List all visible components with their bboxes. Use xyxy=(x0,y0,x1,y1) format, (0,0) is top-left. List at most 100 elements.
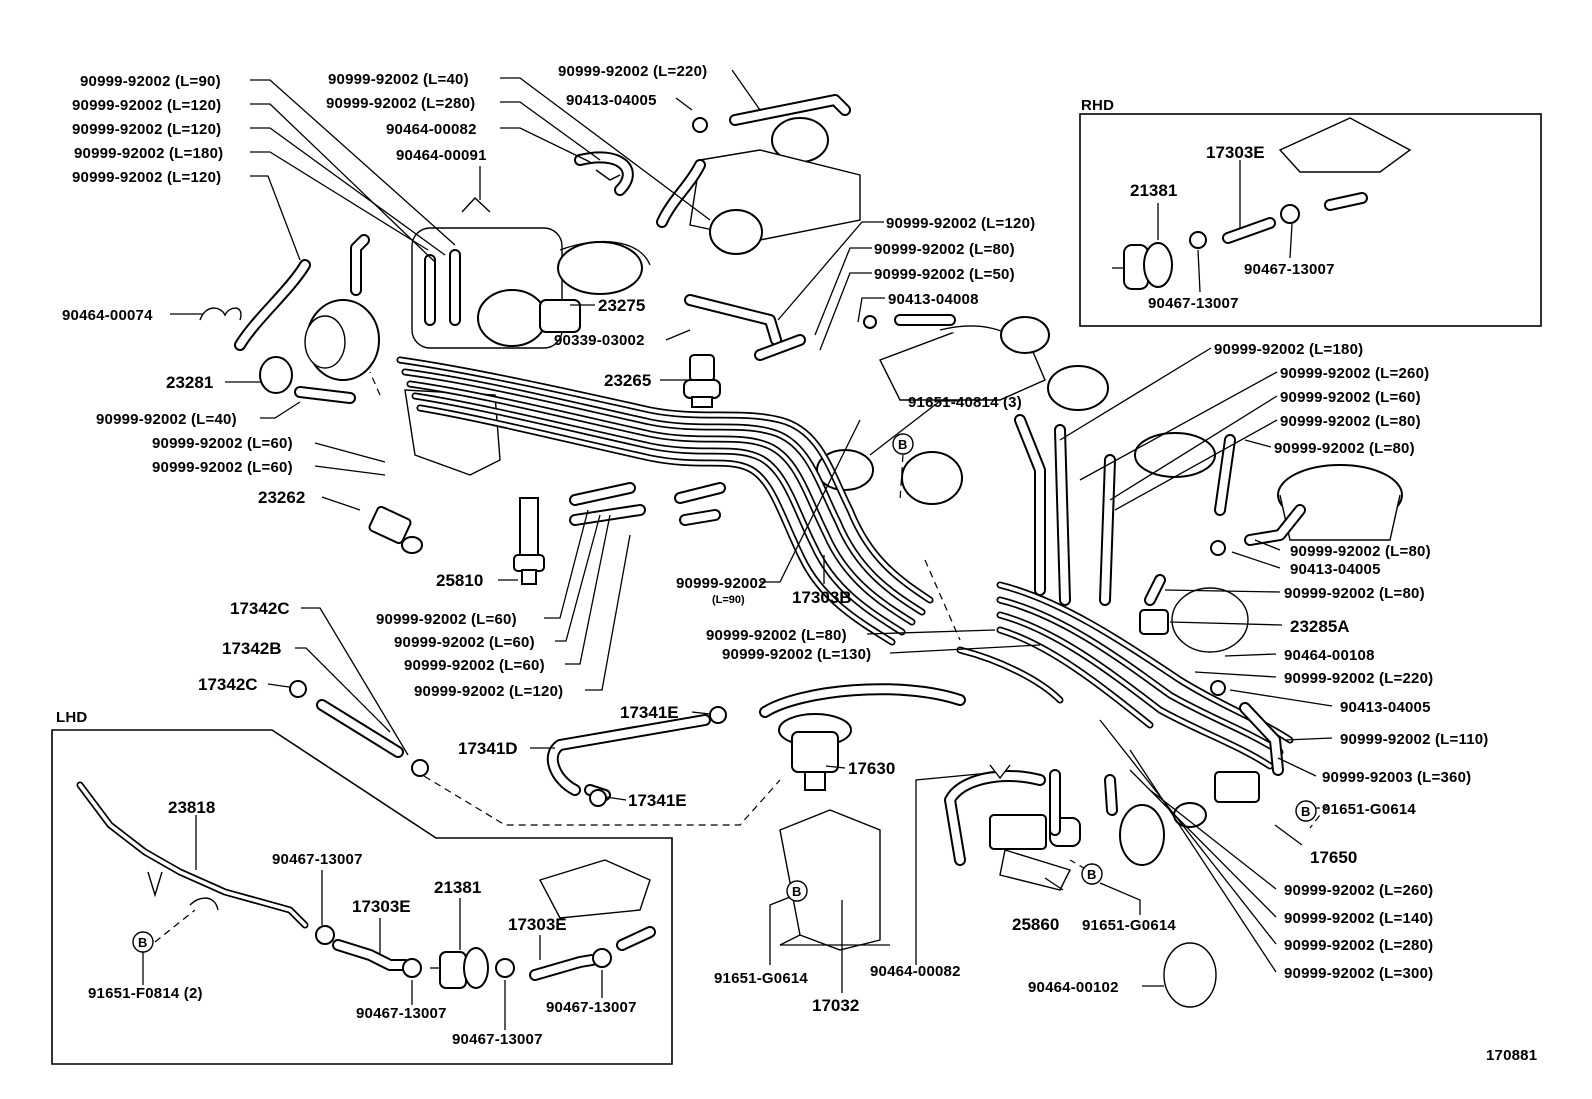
label-17342b: 17342B xyxy=(222,639,282,658)
rhd-label-17303e: 17303E xyxy=(1206,143,1265,162)
svg-text:B: B xyxy=(1087,867,1096,882)
lhd-label-17303e-a: 17303E xyxy=(352,897,411,916)
label-hose-l300: 90999-92002 (L=300) xyxy=(1284,965,1433,982)
label-17650: 17650 xyxy=(1310,848,1357,867)
label-hose-l60-bottom-a: 90999-92002 (L=60) xyxy=(376,611,517,628)
label-90464-00102: 90464-00102 xyxy=(1028,979,1119,996)
rhd-label-90467-a: 90467-13007 xyxy=(1244,261,1335,278)
hose-routing xyxy=(234,94,1306,866)
label-90413-04005-right: 90413-04005 xyxy=(1290,561,1381,578)
small-parts xyxy=(199,117,1226,807)
label-hose-l90-center: 90999-92002 xyxy=(676,575,767,592)
label-hose-l90-length: (L=90) xyxy=(712,594,745,606)
label-90464-00074: 90464-00074 xyxy=(62,307,153,324)
label-17341d: 17341D xyxy=(458,739,518,758)
rhd-inset-title: RHD xyxy=(1081,97,1114,114)
label-hose-l120-c: 90999-92002 (L=120) xyxy=(72,169,221,186)
rhd-label-21381: 21381 xyxy=(1130,181,1177,200)
label-90464-00082-top: 90464-00082 xyxy=(386,121,477,138)
label-90464-00082-bottom: 90464-00082 xyxy=(870,963,961,980)
label-23285a: 23285A xyxy=(1290,617,1350,636)
diagram-code: 170881 xyxy=(1486,1047,1537,1064)
label-17341e-bottom: 17341E xyxy=(628,791,687,810)
label-hose-92003-l360: 90999-92003 (L=360) xyxy=(1322,769,1471,786)
lhd-label-21381: 21381 xyxy=(434,878,481,897)
svg-text:B: B xyxy=(138,935,147,950)
rhd-inset-frame xyxy=(1079,113,1542,327)
lhd-label-90467-b: 90467-13007 xyxy=(356,1005,447,1022)
lhd-inset: LHD 23818 90467-13007 17303E 21381 17303… xyxy=(51,709,673,1065)
label-hose-l120-mid: 90999-92002 (L=120) xyxy=(886,215,1035,232)
b-markers: B B B B B xyxy=(132,433,1317,953)
b-marker: B xyxy=(786,880,808,902)
lhd-label-90467-a: 90467-13007 xyxy=(272,851,363,868)
label-hose-l50: 90999-92002 (L=50) xyxy=(874,266,1015,283)
label-hose-l60-bottom-b: 90999-92002 (L=60) xyxy=(394,634,535,651)
label-17342c-bottom: 17342C xyxy=(198,675,258,694)
lhd-inset-title: LHD xyxy=(56,709,87,726)
label-23275: 23275 xyxy=(598,296,645,315)
label-23265: 23265 xyxy=(604,371,651,390)
lhd-label-90467-d: 90467-13007 xyxy=(546,999,637,1016)
label-hose-l120-a: 90999-92002 (L=120) xyxy=(72,97,221,114)
label-17032: 17032 xyxy=(812,996,859,1015)
label-hose-l130: 90999-92002 (L=130) xyxy=(722,646,871,663)
b-marker: B xyxy=(892,433,914,455)
lhd-inset-frame xyxy=(51,729,673,1065)
lhd-label-91651-f0814: 91651-F0814 (2) xyxy=(88,985,203,1002)
label-hose-l80-right-a: 90999-92002 (L=80) xyxy=(1280,413,1421,430)
label-91651-g0614-right: 91651-G0614 xyxy=(1322,801,1416,818)
label-hose-l280-bottom: 90999-92002 (L=280) xyxy=(1284,937,1433,954)
label-hose-l140: 90999-92002 (L=140) xyxy=(1284,910,1433,927)
label-hose-l180-right: 90999-92002 (L=180) xyxy=(1214,341,1363,358)
leader-lines xyxy=(154,69,1333,993)
svg-text:B: B xyxy=(898,437,907,452)
svg-text:B: B xyxy=(792,884,801,899)
b-marker: B xyxy=(1081,863,1103,885)
label-hose-l90: 90999-92002 (L=90) xyxy=(80,73,221,90)
label-91651-g0614-center: 91651-G0614 xyxy=(1082,917,1176,934)
label-hose-l80-right-c: 90999-92002 (L=80) xyxy=(1290,543,1431,560)
lhd-label-23818: 23818 xyxy=(168,798,215,817)
label-91651-40814: 91651-40814 (3) xyxy=(908,394,1022,411)
label-90413-04005-top: 90413-04005 xyxy=(566,92,657,109)
lhd-label-17303e-b: 17303E xyxy=(508,915,567,934)
label-hose-l60-left-b: 90999-92002 (L=60) xyxy=(152,459,293,476)
label-hose-l80-right-b: 90999-92002 (L=80) xyxy=(1274,440,1415,457)
label-hose-l60-left-a: 90999-92002 (L=60) xyxy=(152,435,293,452)
label-hose-l40-left: 90999-92002 (L=40) xyxy=(96,411,237,428)
svg-text:B: B xyxy=(1301,804,1310,819)
label-hose-l260-right: 90999-92002 (L=260) xyxy=(1280,365,1429,382)
label-25860: 25860 xyxy=(1012,915,1059,934)
b-marker: B xyxy=(132,931,154,953)
part-labels: 90999-92002 (L=90) 90999-92002 (L=120) 9… xyxy=(62,63,1537,1064)
label-hose-l80-mid: 90999-92002 (L=80) xyxy=(874,241,1015,258)
label-hose-l60-right: 90999-92002 (L=60) xyxy=(1280,389,1421,406)
label-23262: 23262 xyxy=(258,488,305,507)
label-hose-l220-right: 90999-92002 (L=220) xyxy=(1284,670,1433,687)
label-hose-l280-top: 90999-92002 (L=280) xyxy=(326,95,475,112)
label-hose-l80-center: 90999-92002 (L=80) xyxy=(706,627,847,644)
label-90464-00108: 90464-00108 xyxy=(1284,647,1375,664)
label-hose-l260-bottom: 90999-92002 (L=260) xyxy=(1284,882,1433,899)
label-hose-l40-top: 90999-92002 (L=40) xyxy=(328,71,469,88)
label-17303b: 17303B xyxy=(792,588,852,607)
lhd-label-90467-c: 90467-13007 xyxy=(452,1031,543,1048)
engine-artwork xyxy=(259,117,1403,1008)
label-hose-l120-b: 90999-92002 (L=120) xyxy=(72,121,221,138)
rhd-label-90467-b: 90467-13007 xyxy=(1148,295,1239,312)
label-hose-l120-bottom: 90999-92002 (L=120) xyxy=(414,683,563,700)
label-23281: 23281 xyxy=(166,373,213,392)
label-17342c-top: 17342C xyxy=(230,599,290,618)
label-90413-04008: 90413-04008 xyxy=(888,291,979,308)
label-hose-l180: 90999-92002 (L=180) xyxy=(74,145,223,162)
label-hose-l220-top: 90999-92002 (L=220) xyxy=(558,63,707,80)
label-90464-00091: 90464-00091 xyxy=(396,147,487,164)
rhd-inset: RHD 17303E 21381 90467-13007 90467-13007 xyxy=(1079,97,1542,327)
label-hose-l80-right-d: 90999-92002 (L=80) xyxy=(1284,585,1425,602)
label-25810: 25810 xyxy=(436,571,483,590)
label-90413-04005-bottom: 90413-04005 xyxy=(1340,699,1431,716)
b-marker: B xyxy=(1295,800,1317,822)
